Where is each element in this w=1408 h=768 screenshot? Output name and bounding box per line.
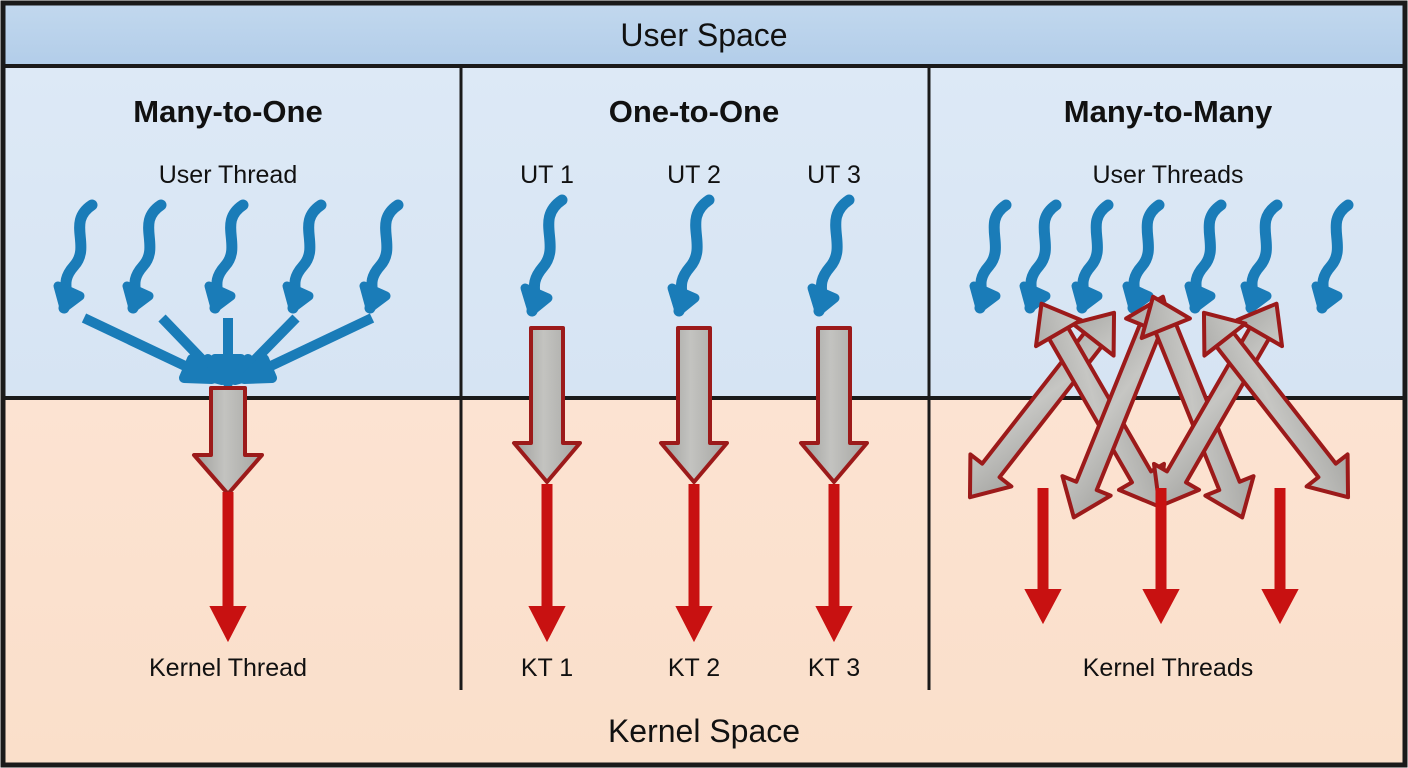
block-arrows-group-one-to-one — [512, 326, 869, 484]
user-threads-group-many-to-many — [969, 199, 1354, 314]
kernel-thread-arrow — [209, 492, 247, 643]
panel-many-to-one: Many-to-One User Thread Kernel Thread — [53, 94, 404, 682]
kernel-thread-label-kt3: KT 3 — [808, 654, 860, 682]
user-thread-squiggle — [969, 199, 1012, 314]
user-threads-group-many-to-one — [53, 199, 404, 314]
panel-title-one-to-one: One-to-One — [609, 94, 780, 129]
user-thread-squiggle — [1071, 199, 1114, 314]
panel-title-many-to-many: Many-to-Many — [1064, 94, 1273, 129]
user-thread-squiggle — [359, 199, 404, 314]
kernel-space-title: Kernel Space — [608, 713, 800, 749]
user-space-band — [3, 3, 1405, 66]
user-space-title: User Space — [620, 17, 787, 53]
user-thread-label-many-to-one: User Thread — [159, 161, 298, 189]
kernel-thread-arrow — [528, 484, 566, 643]
block-arrow-many-to-one — [192, 386, 264, 496]
user-threads-group-one-to-one — [520, 194, 855, 317]
user-thread-squiggle — [1122, 199, 1165, 314]
block-arrow-one-to-one — [799, 326, 869, 484]
kernel-thread-label-kt1: KT 1 — [521, 654, 573, 682]
crossing-arrow — [1201, 310, 1351, 500]
converging-arrows-group — [81, 313, 375, 388]
user-threads-label-many-to-many: User Threads — [1093, 161, 1244, 189]
user-thread-label-ut3: UT 3 — [807, 161, 861, 189]
kernel-threads-label-many-to-many: Kernel Threads — [1083, 654, 1253, 682]
kernel-thread-arrow — [1024, 488, 1062, 625]
kernel-thread-arrow — [1261, 488, 1299, 625]
user-thread-label-ut1: UT 1 — [520, 161, 574, 189]
kernel-thread-label-kt2: KT 2 — [668, 654, 720, 682]
panel-title-many-to-one: Many-to-One — [133, 94, 322, 129]
kernel-thread-arrow — [815, 484, 853, 643]
kernel-thread-arrows-group-one-to-one — [528, 484, 853, 643]
kernel-thread-arrow — [1142, 488, 1180, 625]
converging-arrow — [239, 313, 375, 384]
user-thread-squiggle — [1184, 199, 1227, 314]
user-thread-squiggle — [807, 194, 855, 317]
crossing-arrows-group — [967, 294, 1351, 520]
user-thread-squiggle — [53, 199, 98, 314]
block-arrow-one-to-one — [659, 326, 729, 484]
user-thread-squiggle — [122, 199, 167, 314]
converging-arrow — [158, 314, 227, 385]
crossing-arrow — [1139, 294, 1256, 520]
user-thread-squiggle — [520, 194, 568, 317]
user-thread-squiggle — [1311, 199, 1354, 314]
user-thread-squiggle — [204, 199, 249, 314]
converging-arrow — [210, 318, 246, 388]
panel-many-to-many: Many-to-Many User Threads Kernel Threads — [967, 94, 1354, 682]
user-thread-squiggle — [667, 194, 715, 317]
user-thread-squiggle — [1019, 199, 1062, 314]
kernel-thread-label-many-to-one: Kernel Thread — [149, 654, 307, 682]
block-arrow-one-to-one — [512, 326, 582, 484]
user-thread-squiggle — [1240, 199, 1283, 314]
kernel-thread-arrows-group-many-to-many — [1024, 488, 1299, 625]
user-thread-squiggle — [282, 199, 327, 314]
kernel-thread-arrow — [675, 484, 713, 643]
user-thread-label-ut2: UT 2 — [667, 161, 721, 189]
panel-one-to-one: One-to-One UT 1 UT 2 UT 3 KT 1 KT 2 KT 3 — [512, 94, 869, 682]
